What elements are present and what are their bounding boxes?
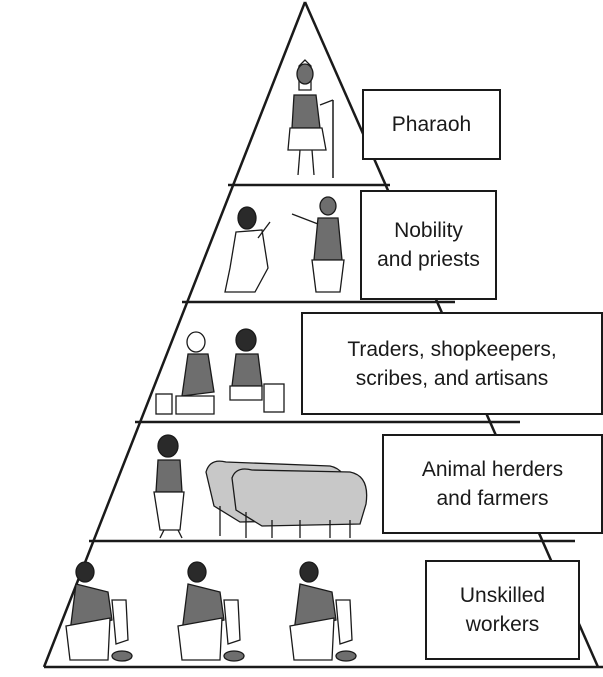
label-nobility-line-2: and priests [377, 248, 480, 271]
label-traders: Traders, shopkeepers, scribes, and artis… [301, 312, 603, 415]
label-traders-line-2: scribes, and artisans [355, 366, 549, 390]
herder-cattle-figures [153, 434, 368, 539]
worker-figures [65, 561, 357, 662]
label-farmers: Animal herders and farmers [382, 434, 603, 534]
label-workers: Unskilled workers [425, 560, 580, 660]
label-nobility: Nobility and priests [360, 190, 497, 300]
label-pharaoh-line-1: Pharaoh [391, 113, 472, 136]
label-farmers-line-2: and farmers [436, 487, 549, 510]
pharaoh-figure [287, 59, 334, 178]
noble-figures [224, 196, 345, 293]
scribe-artisan-figures [155, 328, 285, 415]
label-farmers-line-1: Animal herders [421, 458, 564, 481]
label-workers-line-1: Unskilled [459, 584, 546, 607]
pyramid-left-edge [42, 1, 307, 668]
label-traders-line-1: Traders, shopkeepers, [347, 337, 557, 361]
label-pharaoh: Pharaoh [362, 89, 501, 160]
label-nobility-line-1: Nobility [394, 219, 463, 242]
label-workers-line-2: workers [465, 613, 540, 636]
